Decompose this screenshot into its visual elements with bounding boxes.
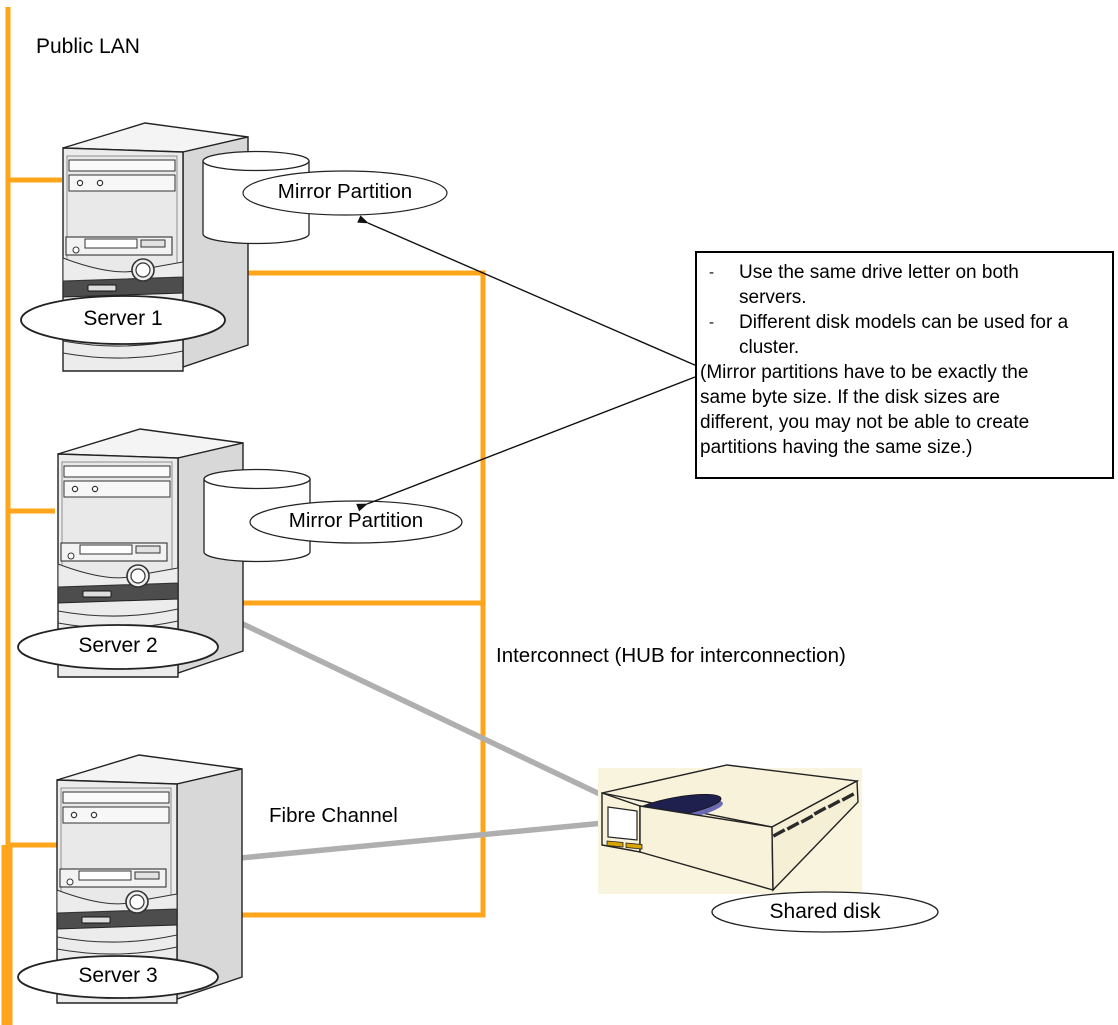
- interconnect-label: Interconnect (HUB for interconnection): [496, 644, 846, 667]
- note-paren-text: (Mirror partitions have to be exactly th…: [700, 362, 1030, 458]
- disk-led-1: [606, 840, 624, 848]
- mirror-partition-2-label: Mirror Partition: [288, 509, 424, 532]
- interconnect-line: [224, 270, 486, 918]
- note-bullet-2-text: Different disk models can be used for a …: [739, 312, 1069, 358]
- server-3-label: Server 3: [78, 964, 158, 987]
- mirror2-label-ellipse: [249, 500, 463, 544]
- fibre-channel-lines: [224, 613, 608, 862]
- server3-label-ellipse: [17, 955, 219, 999]
- server-1-label: Server 1: [83, 307, 163, 330]
- server-2-label: Server 2: [78, 634, 158, 657]
- note-arrow-to-mirror1: [357, 215, 698, 367]
- mirror1-label-ellipse: [242, 170, 448, 216]
- shared-disk-device: [598, 764, 862, 894]
- server2-label-ellipse: [17, 624, 219, 670]
- disk-front-panel: [607, 806, 638, 841]
- note-bullet-1: - Use the same drive letter on both serv…: [697, 260, 1112, 310]
- shared-disk-label: Shared disk: [769, 900, 881, 923]
- public-lan-line: [5, 7, 62, 1025]
- note-bullet-2: - Different disk models can be used for …: [697, 310, 1112, 360]
- mirror-partition-1-label: Mirror Partition: [277, 180, 413, 203]
- note-box: - Use the same drive letter on both serv…: [695, 251, 1114, 479]
- note-arrow-to-mirror2: [356, 376, 696, 512]
- disk-vents: [772, 792, 855, 838]
- shared-disk-label-ellipse: [711, 891, 939, 933]
- public-lan-label: Public LAN: [36, 35, 140, 58]
- disk-led-2: [625, 842, 643, 850]
- fibre-channel-label: Fibre Channel: [269, 804, 398, 827]
- server1-label-ellipse: [20, 295, 226, 345]
- bullet-dash-icon: -: [709, 314, 714, 331]
- bullet-dash-icon: -: [709, 264, 714, 281]
- note-bullet-1-text: Use the same drive letter on both server…: [739, 262, 1019, 308]
